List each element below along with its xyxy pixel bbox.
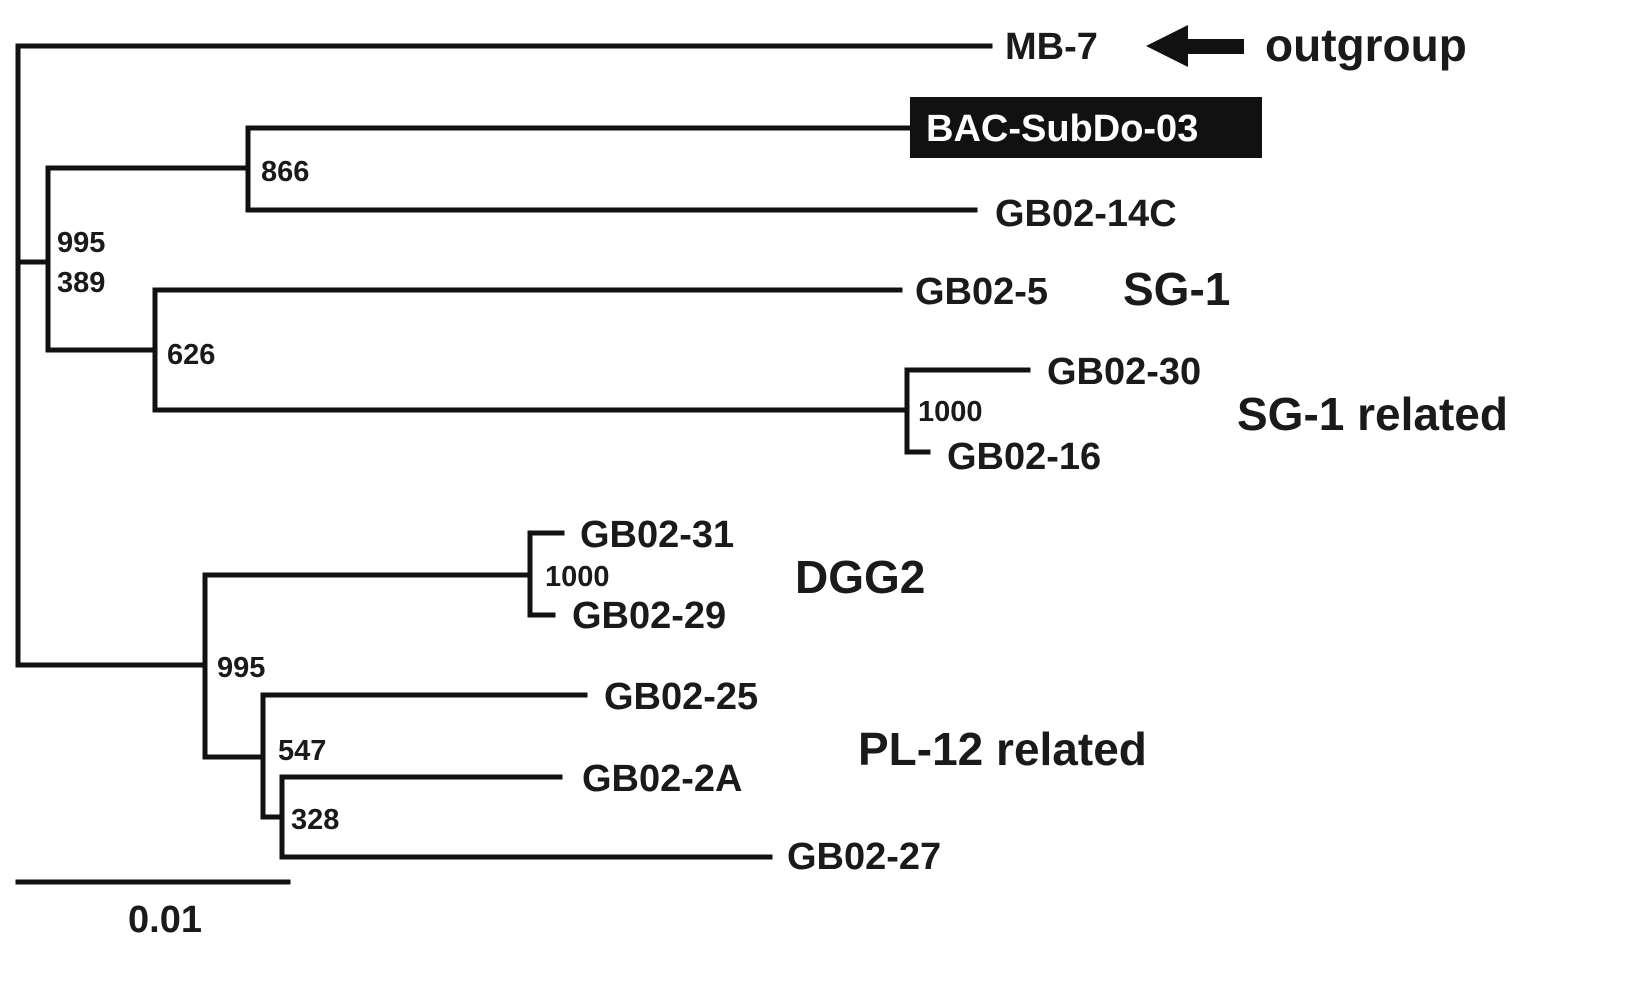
leaf-label-bac: BAC-SubDo-03 xyxy=(926,108,1198,150)
group-label-pl12-related: PL-12 related xyxy=(858,723,1147,775)
leaf-label-g31: GB02-31 xyxy=(580,514,734,556)
scale-bar: 0.01 xyxy=(15,879,291,941)
bootstrap-995-bottom: 995 xyxy=(217,652,265,684)
bootstrap-626: 626 xyxy=(167,339,215,371)
leaf-label-g29: GB02-29 xyxy=(572,595,726,637)
leaf-label-g27: GB02-27 xyxy=(787,836,941,878)
group-label-outgroup: outgroup xyxy=(1265,19,1467,71)
bootstrap-values: 866 995 389 626 1000 1000 995 547 328 xyxy=(57,156,983,836)
highlight-box xyxy=(910,97,1262,158)
group-label-sg1-related: SG-1 related xyxy=(1237,388,1508,440)
leaf-label-mb7: MB-7 xyxy=(1005,26,1098,68)
bootstrap-1000-sg1r: 1000 xyxy=(918,396,983,428)
leaf-label-g30: GB02-30 xyxy=(1047,351,1201,393)
leaf-label-g16: GB02-16 xyxy=(947,436,1101,478)
bootstrap-995-top: 995 xyxy=(57,227,105,259)
outgroup-arrow-icon xyxy=(1146,25,1244,67)
leaf-label-g25: GB02-25 xyxy=(604,676,758,718)
bootstrap-866: 866 xyxy=(261,156,309,188)
group-label-dgg2: DGG2 xyxy=(795,551,925,603)
scale-bar-label: 0.01 xyxy=(128,899,202,941)
tree-branches xyxy=(15,43,1031,860)
bootstrap-1000-dgg2: 1000 xyxy=(545,561,610,593)
leaf-label-g14c: GB02-14C xyxy=(995,193,1177,235)
leaf-label-g5: GB02-5 xyxy=(915,271,1048,313)
group-labels: outgroup SG-1 SG-1 related DGG2 PL-12 re… xyxy=(795,19,1508,775)
leaf-label-g2a: GB02-2A xyxy=(582,758,743,800)
bootstrap-328: 328 xyxy=(291,804,339,836)
leaf-labels: MB-7 BAC-SubDo-03 GB02-14C GB02-5 GB02-3… xyxy=(572,26,1201,878)
group-label-sg1: SG-1 xyxy=(1123,263,1230,315)
bootstrap-389: 389 xyxy=(57,267,105,299)
bootstrap-547: 547 xyxy=(278,735,326,767)
